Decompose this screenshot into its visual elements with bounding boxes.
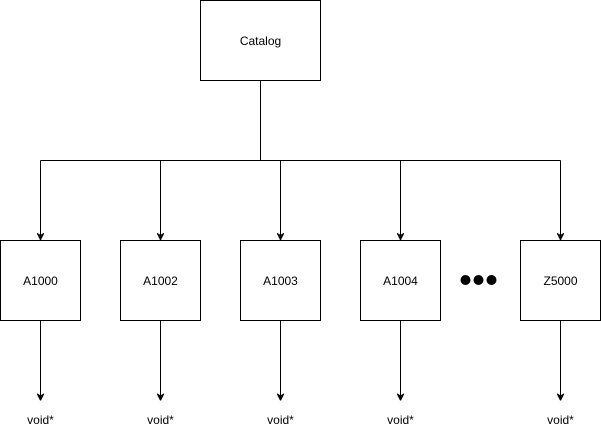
child-node-box <box>120 240 201 321</box>
child-node-box <box>240 240 321 321</box>
child-node-box <box>520 240 601 321</box>
child-nodes: A1000 void* A1002 void* A1003 void* A1004 void*… <box>0 160 601 427</box>
child-node: A1002 void* <box>120 160 201 427</box>
child-node-box <box>0 240 81 321</box>
child-node-label: A1004 <box>383 274 418 288</box>
child-node: Z5000 void* <box>520 160 601 427</box>
pointer-label: void* <box>547 413 574 427</box>
ellipsis-icon <box>460 275 497 285</box>
root-node-label: Catalog <box>240 34 281 48</box>
child-node: A1003 void* <box>240 160 321 427</box>
ellipsis-dot <box>473 275 484 285</box>
child-node: A1004 void* <box>360 160 441 427</box>
root-node: Catalog <box>200 0 321 81</box>
child-node-label: A1002 <box>143 274 178 288</box>
pointer-label: void* <box>27 413 54 427</box>
root-node-box <box>200 0 321 81</box>
child-node: A1000 void* <box>0 160 81 427</box>
pointer-label: void* <box>387 413 414 427</box>
pointer-label: void* <box>267 413 294 427</box>
child-node-label: Z5000 <box>543 274 577 288</box>
pointer-label: void* <box>147 413 174 427</box>
ellipsis-dot <box>460 275 471 285</box>
child-node-label: A1003 <box>263 274 298 288</box>
child-node-label: A1000 <box>23 274 58 288</box>
ellipsis-dot <box>486 275 497 285</box>
